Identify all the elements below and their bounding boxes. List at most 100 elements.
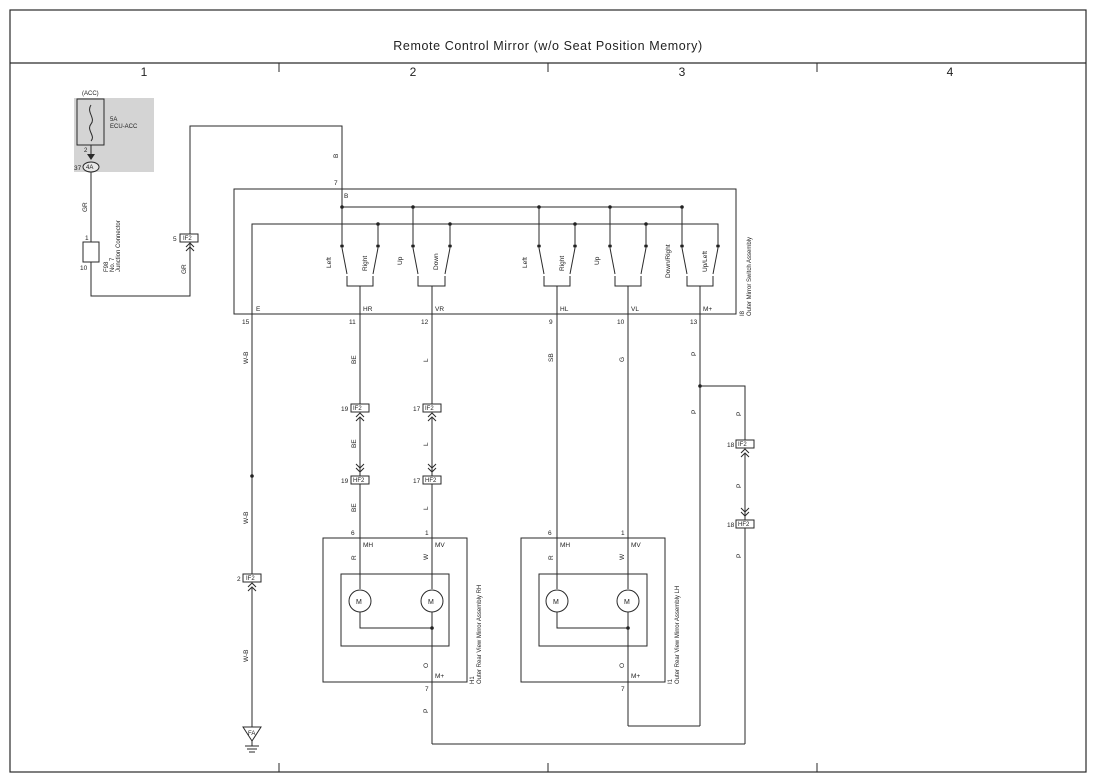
wire-color-r-rh: R xyxy=(351,555,358,560)
fuse-connector-pin: 37 xyxy=(74,165,82,172)
switch-pin-11: 11 xyxy=(349,319,356,326)
lh-motor-mv-label: M xyxy=(624,599,630,606)
wire-color-gr-top: GR xyxy=(82,202,89,212)
switch-label-up-left: Up/Left xyxy=(702,251,709,272)
switch-terminal-mplus: M+ xyxy=(703,306,712,313)
switch-pin-9: 9 xyxy=(549,319,553,326)
column-number-4: 4 xyxy=(947,65,954,79)
rh-mplus: M+ xyxy=(435,673,444,680)
wire-color-r-lh: R xyxy=(548,555,555,560)
lh-assembly-code: I1 xyxy=(668,678,674,684)
ground-icon xyxy=(242,726,262,742)
switch-pin-10: 10 xyxy=(617,319,625,326)
ground-code: FA xyxy=(248,731,255,737)
lh-mplus: M+ xyxy=(631,673,640,680)
switch-label-down-right: Down/Right xyxy=(665,244,672,278)
wire-color-l-3: L xyxy=(423,506,430,510)
switch-pin-b: B xyxy=(344,193,348,200)
mirror-assembly-lh xyxy=(520,537,700,727)
fuse-ecu-acc xyxy=(74,98,154,173)
wire-color-w-rh: W xyxy=(423,553,430,560)
terminal-arrow-icon xyxy=(87,154,95,160)
if2-2-pin: 2 xyxy=(237,576,241,583)
wire-color-g: G xyxy=(619,357,626,362)
if2-19-code: IF2 xyxy=(353,406,362,412)
wire-color-o-lh: O xyxy=(619,663,626,668)
switch-label-right-1: Right xyxy=(362,256,369,271)
junction-connector-f98 xyxy=(82,241,100,263)
inline-connector-if2-18 xyxy=(735,439,755,458)
rh-motor-mh-label: M xyxy=(356,599,362,606)
lh-motor-mh-label: M xyxy=(553,599,559,606)
wire-color-wb-1: W-B xyxy=(243,351,250,364)
switch-label-left-2: Left xyxy=(522,257,529,268)
inline-connector-if2-2 xyxy=(242,573,262,592)
rh-pin-mh: 6 xyxy=(351,530,355,537)
diagram-frame xyxy=(9,9,1087,773)
if2-5-pin: 5 xyxy=(173,236,177,243)
hf2-19-code: HF2 xyxy=(353,478,365,484)
wire-color-b: B xyxy=(333,154,340,158)
if2-18-pin: 18 xyxy=(727,442,735,449)
junction-code: F98 xyxy=(104,261,110,272)
inline-connector-if2-19 xyxy=(350,403,370,422)
hf2-19-pin: 19 xyxy=(341,478,349,485)
if2-19-pin: 19 xyxy=(341,406,349,413)
if2-2-code: IF2 xyxy=(246,576,255,582)
wire-color-p-5: P xyxy=(736,554,743,558)
fuse-rating: 5A xyxy=(110,117,117,123)
if2-17-code: IF2 xyxy=(425,406,434,412)
fuse-pin: 2 xyxy=(84,148,88,154)
lh-pin-mv: 1 xyxy=(621,530,625,537)
column-number-1: 1 xyxy=(141,65,148,79)
wire-color-be-2: BE xyxy=(351,439,358,448)
switch-terminal-hl: HL xyxy=(560,306,569,313)
switch-terminal-hr: HR xyxy=(363,306,373,313)
lh-mv: MV xyxy=(631,542,641,549)
wire-color-be-1: BE xyxy=(351,355,358,364)
inline-connector-if2-17 xyxy=(422,403,442,422)
wire-color-l-1: L xyxy=(423,358,430,362)
column-number-2: 2 xyxy=(410,65,417,79)
lh-assembly-name: Outer Rear View Mirror Assembly LH xyxy=(675,586,681,684)
if2-18-code: IF2 xyxy=(738,442,747,448)
junction-label-line1: No. 7 xyxy=(110,257,116,272)
inline-connector-hf2-18 xyxy=(735,507,755,529)
hf2-18-pin: 18 xyxy=(727,522,735,529)
switch-label-up-2: Up xyxy=(594,256,601,265)
junction-label-line2: Junction Connector xyxy=(116,220,122,272)
switch-pin-12: 12 xyxy=(421,319,429,326)
fuse-name: ECU-ACC xyxy=(110,124,138,130)
switch-pin-13: 13 xyxy=(690,319,698,326)
fuse-icon xyxy=(89,104,93,142)
rh-mh: MH xyxy=(363,542,373,549)
switch-assembly-code: I8 xyxy=(740,310,746,316)
wire-color-sb: SB xyxy=(548,353,555,362)
switch-terminal-vr: VR xyxy=(435,306,444,313)
junction-pin-bottom: 10 xyxy=(80,265,88,272)
switch-assembly-name: Outer Mirror Switch Assembly xyxy=(747,237,753,316)
if2-5-code: IF2 xyxy=(183,236,192,242)
ground-fa xyxy=(242,726,262,753)
if2-17-pin: 17 xyxy=(413,406,421,413)
fuse-acc-label: (ACC) xyxy=(82,91,99,97)
inline-connector-if2-5 xyxy=(179,233,199,252)
hf2-17-pin: 17 xyxy=(413,478,421,485)
rh-assembly-code: H1 xyxy=(470,676,476,684)
lh-mh: MH xyxy=(560,542,570,549)
hf2-18-code: HF2 xyxy=(738,522,750,528)
switch-pin-b-num: 7 xyxy=(334,180,338,187)
junction-pin-top: 1 xyxy=(85,235,89,242)
rh-assembly-name: Outer Rear View Mirror Assembly RH xyxy=(477,585,483,684)
switch-label-right-2: Right xyxy=(559,256,566,271)
switch-label-down-1: Down xyxy=(433,253,440,270)
rh-mv: MV xyxy=(435,542,445,549)
rh-pin-mv: 1 xyxy=(425,530,429,537)
wire-color-p-1: P xyxy=(691,352,698,356)
wire-color-o-rh: O xyxy=(423,663,430,668)
wire-color-wb-3: W-B xyxy=(243,649,250,662)
switch-terminal-vl: VL xyxy=(631,306,639,313)
mirror-assembly-rh xyxy=(322,537,468,744)
column-number-3: 3 xyxy=(679,65,686,79)
